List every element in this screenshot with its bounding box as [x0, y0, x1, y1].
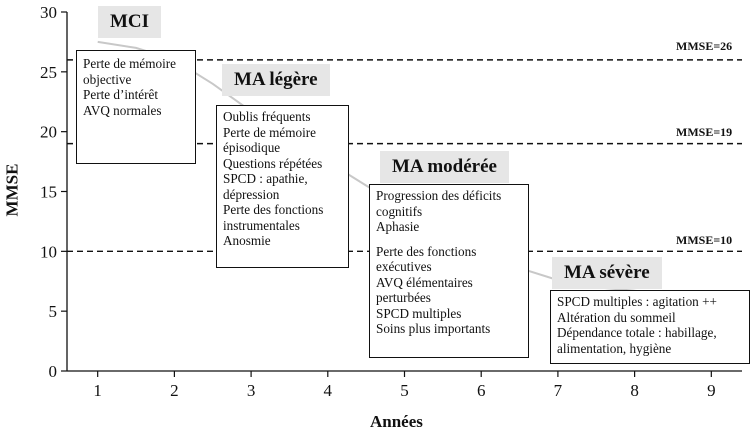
x-tick-label: 3	[247, 381, 256, 400]
x-tick-label: 7	[554, 381, 563, 400]
stage-item: Questions répétées	[223, 155, 323, 171]
stage-item: Perte des fonctions exécutives	[376, 243, 477, 275]
stage-item: Dépendance totale : habillage, alimentat…	[557, 325, 717, 356]
stage-title-ma-severe: MA sévère	[552, 257, 662, 289]
stage-title-mci: MCI	[98, 6, 162, 38]
stage-item: Perte d’intérêt	[83, 87, 159, 102]
x-tick-label: 1	[93, 381, 102, 400]
x-tick-label: 9	[707, 381, 716, 400]
x-tick-label: 2	[170, 381, 179, 400]
x-tick-label: 5	[400, 381, 409, 400]
stage-item: Progression des déficits cognitifs	[376, 188, 502, 219]
y-tick-label: 20	[40, 123, 57, 142]
stage-item: AVQ normales	[83, 102, 162, 118]
stage-title-ma-moderee: MA modérée	[380, 151, 509, 183]
stage-item: SPCD multiples : agitation ++	[557, 294, 717, 309]
stage-box-ma-severe: SPCD multiples : agitation ++ Altération…	[550, 290, 750, 364]
y-axis-title: MMSE	[2, 163, 22, 217]
stage-box-mci: Perte de mémoire objective Perte d’intér…	[76, 50, 196, 164]
stage-title-ma-legere: MA légère	[222, 64, 330, 96]
stage-item: Perte de mémoire objective	[83, 56, 177, 87]
y-tick-label: 0	[49, 362, 58, 381]
y-tick-label: 5	[49, 302, 58, 321]
stage-item: Altération du sommeil	[557, 309, 676, 325]
stage-item: SPCD : apathie, dépression	[223, 171, 308, 202]
x-tick-label: 8	[630, 381, 639, 400]
x-tick-label: 4	[324, 381, 333, 400]
stage-box-ma-legere: Oublis fréquents Perte de mémoire épisod…	[216, 105, 349, 268]
y-tick-label: 10	[40, 242, 57, 261]
stage-box-ma-moderee: Progression des déficits cognitifs Aphas…	[369, 184, 529, 358]
stage-item: Aphasie	[376, 219, 420, 234]
y-tick-label: 15	[40, 183, 57, 202]
stage-item: AVQ élémentaires perturbées	[376, 274, 473, 306]
threshold-label-26: MMSE=26	[676, 39, 733, 53]
stage-item: Soins plus importants	[376, 321, 491, 336]
x-tick-label: 6	[477, 381, 486, 400]
x-axis-title: Années	[370, 412, 423, 431]
stage-item: Oublis fréquents	[223, 109, 311, 124]
threshold-label-10: MMSE=10	[676, 233, 733, 247]
stage-item: Perte des fonctions instrumentales	[223, 202, 324, 233]
threshold-label-19: MMSE=19	[676, 125, 733, 139]
stage-item: Anosmie	[223, 233, 271, 248]
stage-item: SPCD multiples	[376, 305, 462, 321]
y-tick-label: 25	[40, 63, 57, 82]
y-tick-label: 30	[40, 3, 57, 22]
stage-item: Perte de mémoire épisodique	[223, 124, 317, 156]
